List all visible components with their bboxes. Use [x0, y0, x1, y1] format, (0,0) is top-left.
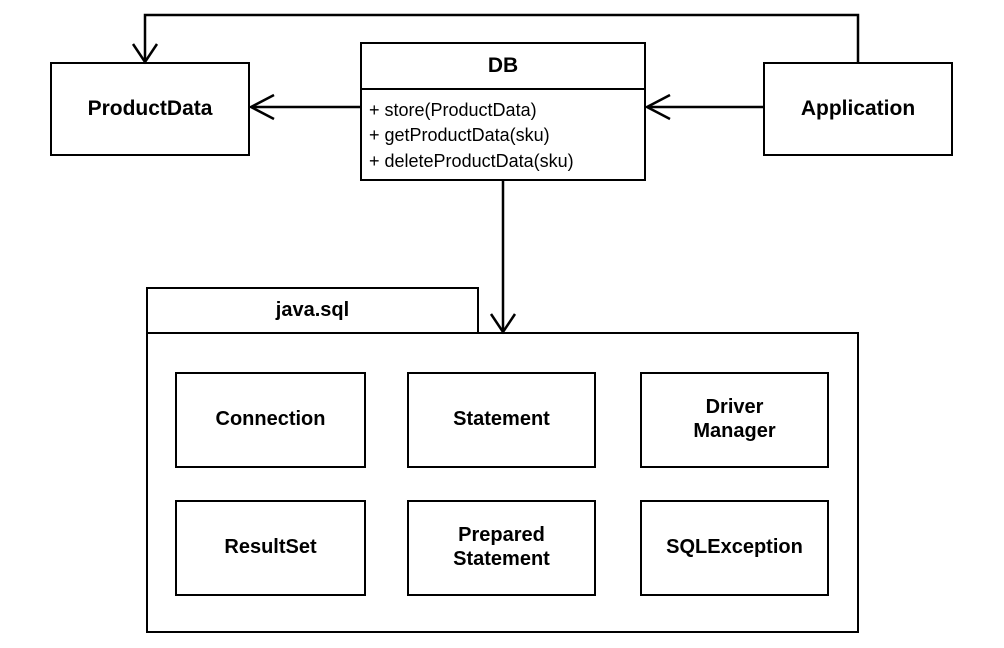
class-name-line1: Driver: [705, 396, 764, 419]
method-store: + store(ProductData): [369, 99, 537, 120]
class-box-sqlexception[interactable]: SQLException: [640, 500, 829, 596]
class-box-preparedstatement[interactable]: Prepared Statement: [407, 500, 596, 596]
class-name-sqlexception: SQLException: [666, 536, 803, 560]
class-name-preparedstatement: Prepared Statement: [453, 524, 550, 571]
method-compartment-db: + store(ProductData) + getProductData(sk…: [362, 90, 644, 179]
class-name-drivermanager: Driver Manager: [693, 396, 775, 443]
class-box-drivermanager[interactable]: Driver Manager: [640, 372, 829, 468]
class-name-line1: Prepared: [458, 524, 545, 547]
class-name-connection: Connection: [216, 408, 326, 432]
connector-application-to-db: [644, 93, 763, 121]
class-name-productdata: ProductData: [87, 96, 213, 120]
class-box-application[interactable]: Application: [763, 62, 953, 156]
class-box-connection[interactable]: Connection: [175, 372, 366, 468]
package-name-javasql: java.sql: [275, 298, 350, 321]
class-name-compartment-db: DB: [362, 44, 644, 90]
class-box-statement[interactable]: Statement: [407, 372, 596, 468]
connector-db-to-javasql: [489, 181, 517, 335]
class-box-productdata[interactable]: ProductData: [50, 62, 250, 156]
class-name-line1: ResultSet: [224, 536, 317, 559]
method-get-product-data: + getProductData(sku): [369, 125, 550, 146]
class-box-db[interactable]: DB + store(ProductData) + getProductData…: [360, 42, 646, 181]
class-name-db: DB: [487, 53, 519, 77]
package-tab-javasql[interactable]: java.sql: [146, 287, 479, 334]
method-delete-product-data: + deleteProductData(sku): [369, 150, 574, 171]
class-name-line2: Statement: [453, 548, 550, 570]
class-name-resultset: ResultSet: [224, 536, 316, 560]
connector-db-to-productdata: [248, 93, 360, 121]
class-name-line1: SQLException: [666, 536, 803, 559]
class-name-application: Application: [800, 96, 916, 120]
class-name-statement: Statement: [453, 408, 550, 432]
class-box-resultset[interactable]: ResultSet: [175, 500, 366, 596]
class-name-line1: Connection: [215, 408, 326, 431]
class-name-line2: Manager: [693, 420, 776, 442]
class-name-line1: Statement: [453, 408, 550, 431]
